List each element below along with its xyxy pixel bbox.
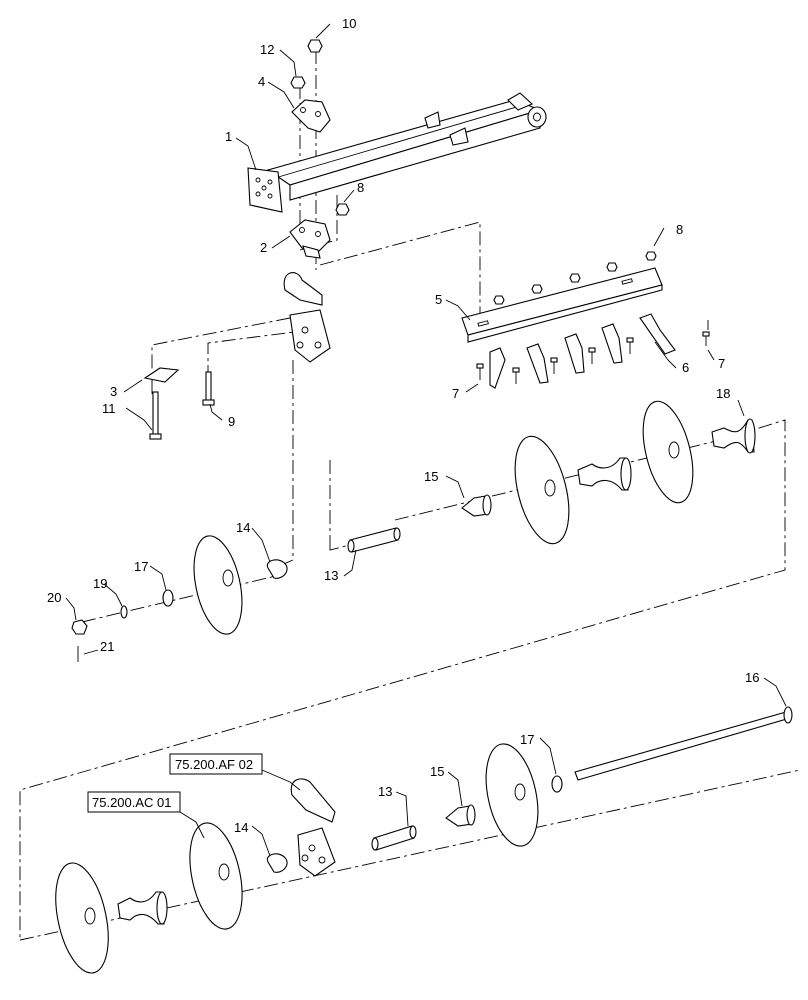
callout-13-upper: 13 [324,568,338,583]
part-10-nut [307,39,323,53]
upper-disc-gang [347,400,756,553]
callout-11: 11 [102,401,116,416]
reference-ac01-text: 75.200.AC 01 [92,795,172,810]
scraper-mount-bracket [283,272,331,363]
part-4-plate [291,99,331,133]
part-8-nuts-row [493,251,657,305]
callout-12: 12 [260,42,274,57]
callout-14-upper: 14 [236,520,250,535]
callout-16: 16 [745,670,759,685]
callout-6: 6 [682,360,689,375]
callout-1: 1 [225,129,232,144]
lower-disc-gang [55,706,793,974]
callout-10: 10 [342,16,356,31]
part-6-scrapers [489,313,676,389]
part-12-nut [290,76,306,89]
part-5-scraper-bar [461,267,663,343]
callout-15-lower: 15 [430,764,444,779]
leader-lines [65,23,787,857]
callout-8-bar: 8 [676,222,683,237]
callout-19: 19 [93,576,107,591]
callout-5: 5 [435,292,442,307]
part-1-main-beam [247,92,547,213]
callout-2: 2 [260,240,267,255]
callout-18: 18 [716,386,730,401]
callout-7-left: 7 [452,386,459,401]
lower-bracket-af02 [290,778,336,877]
callout-7-right: 7 [718,356,725,371]
callout-14-lower: 14 [234,820,248,835]
part-8-nut-upper [335,203,350,216]
callout-17-lower: 17 [520,732,534,747]
part-11-bolt [149,391,162,440]
callout-9: 9 [228,414,235,429]
callout-8-upper: 8 [357,180,364,195]
callout-17-upper: 17 [134,559,148,574]
callout-13-lower: 13 [378,784,392,799]
part-7-bolts [476,331,710,384]
callout-3: 3 [110,384,117,399]
callout-labels: 10 12 4 1 8 2 8 5 6 7 7 3 11 9 18 15 14 … [47,16,759,835]
reference-box-af02[interactable]: 75.200.AF 02 [169,753,263,775]
part-3-plate [143,367,180,383]
part-9-bolt [202,371,215,406]
part-2-plate [289,219,331,259]
callout-4: 4 [258,74,265,89]
callout-21: 21 [100,639,114,654]
reference-af02-text: 75.200.AF 02 [175,757,253,772]
callout-15-upper: 15 [424,469,438,484]
left-disc-group [71,535,288,662]
callout-20: 20 [47,590,61,605]
reference-box-ac01[interactable]: 75.200.AC 01 [87,791,181,813]
